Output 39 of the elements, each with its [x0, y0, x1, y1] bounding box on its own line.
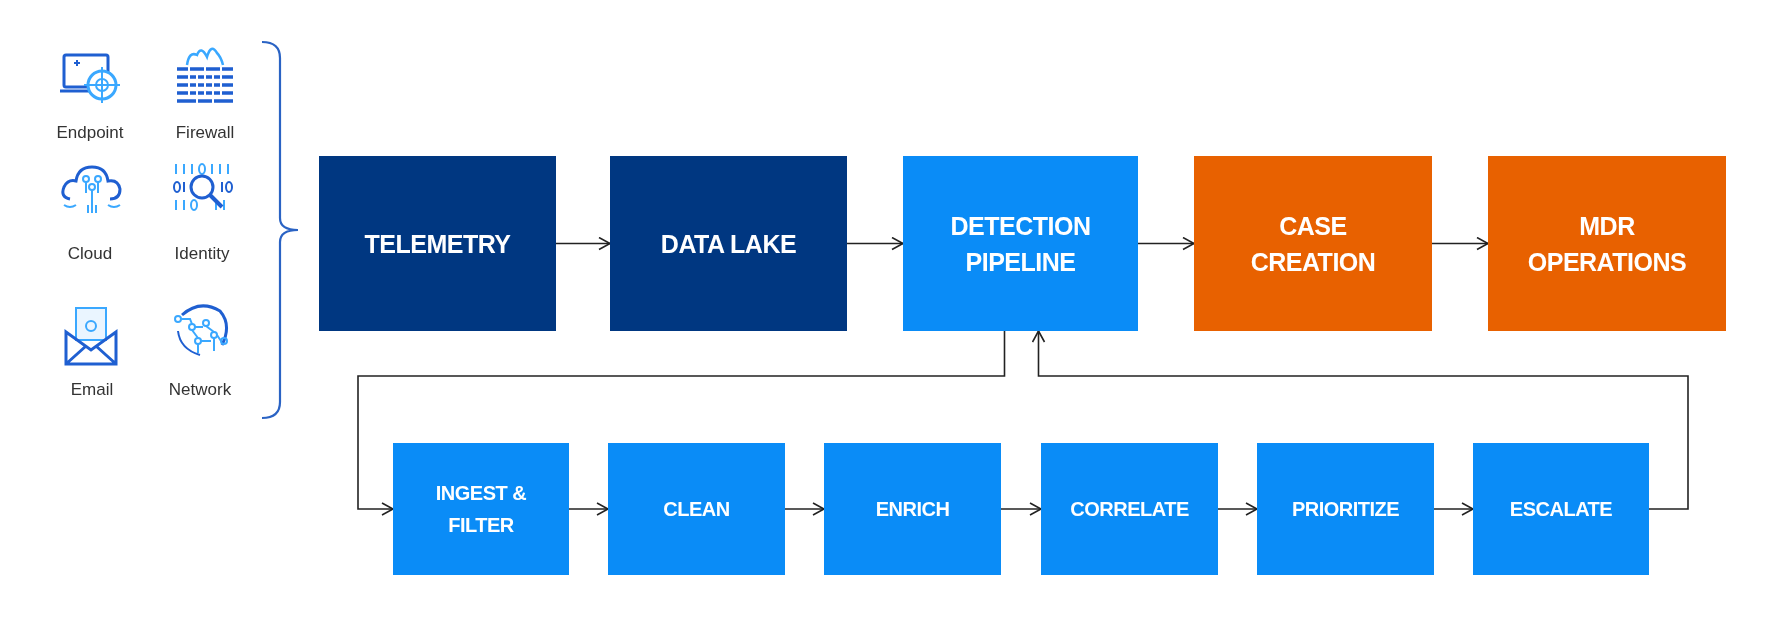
step-label: MDR OPERATIONS	[1526, 210, 1688, 278]
arrow	[1137, 236, 1195, 251]
step-label: CLEAN	[663, 497, 730, 522]
source-label: Endpoint	[56, 123, 124, 143]
process-box	[1194, 156, 1432, 331]
step-label: PRIORITIZE	[1291, 497, 1400, 522]
arrow	[555, 236, 611, 251]
process-box	[1041, 443, 1218, 575]
step-label: CORRELATE	[1070, 497, 1189, 522]
source-label: Email	[70, 380, 114, 400]
process-box	[1257, 443, 1434, 575]
process-box	[393, 443, 569, 575]
source-label: Firewall	[175, 123, 235, 143]
step-label: INGEST & FILTER	[434, 481, 528, 538]
arrow	[568, 502, 609, 516]
source-label: Identity	[174, 244, 230, 264]
step-label: ESCALATE	[1509, 497, 1613, 522]
step-label: TELEMETRY	[364, 228, 511, 260]
arrow	[784, 502, 825, 516]
source-label: Network	[168, 380, 232, 400]
process-box	[1488, 156, 1726, 331]
process-box	[903, 156, 1138, 331]
process-box	[1473, 443, 1649, 575]
process-box	[610, 156, 847, 331]
source-label: Cloud	[67, 244, 113, 264]
step-label: CASE CREATION	[1249, 210, 1377, 278]
step-label: DETECTION PIPELINE	[949, 210, 1092, 278]
arrow	[357, 330, 1006, 516]
process-box	[319, 156, 556, 331]
arrow	[1217, 502, 1258, 516]
arrow	[1431, 236, 1489, 251]
process-box	[824, 443, 1001, 575]
step-label: DATA LAKE	[660, 228, 797, 260]
step-label: ENRICH	[875, 497, 950, 522]
arrow	[846, 236, 904, 251]
arrow	[1433, 502, 1474, 516]
arrow	[1031, 330, 1689, 510]
process-box	[608, 443, 785, 575]
arrow	[1000, 502, 1042, 516]
